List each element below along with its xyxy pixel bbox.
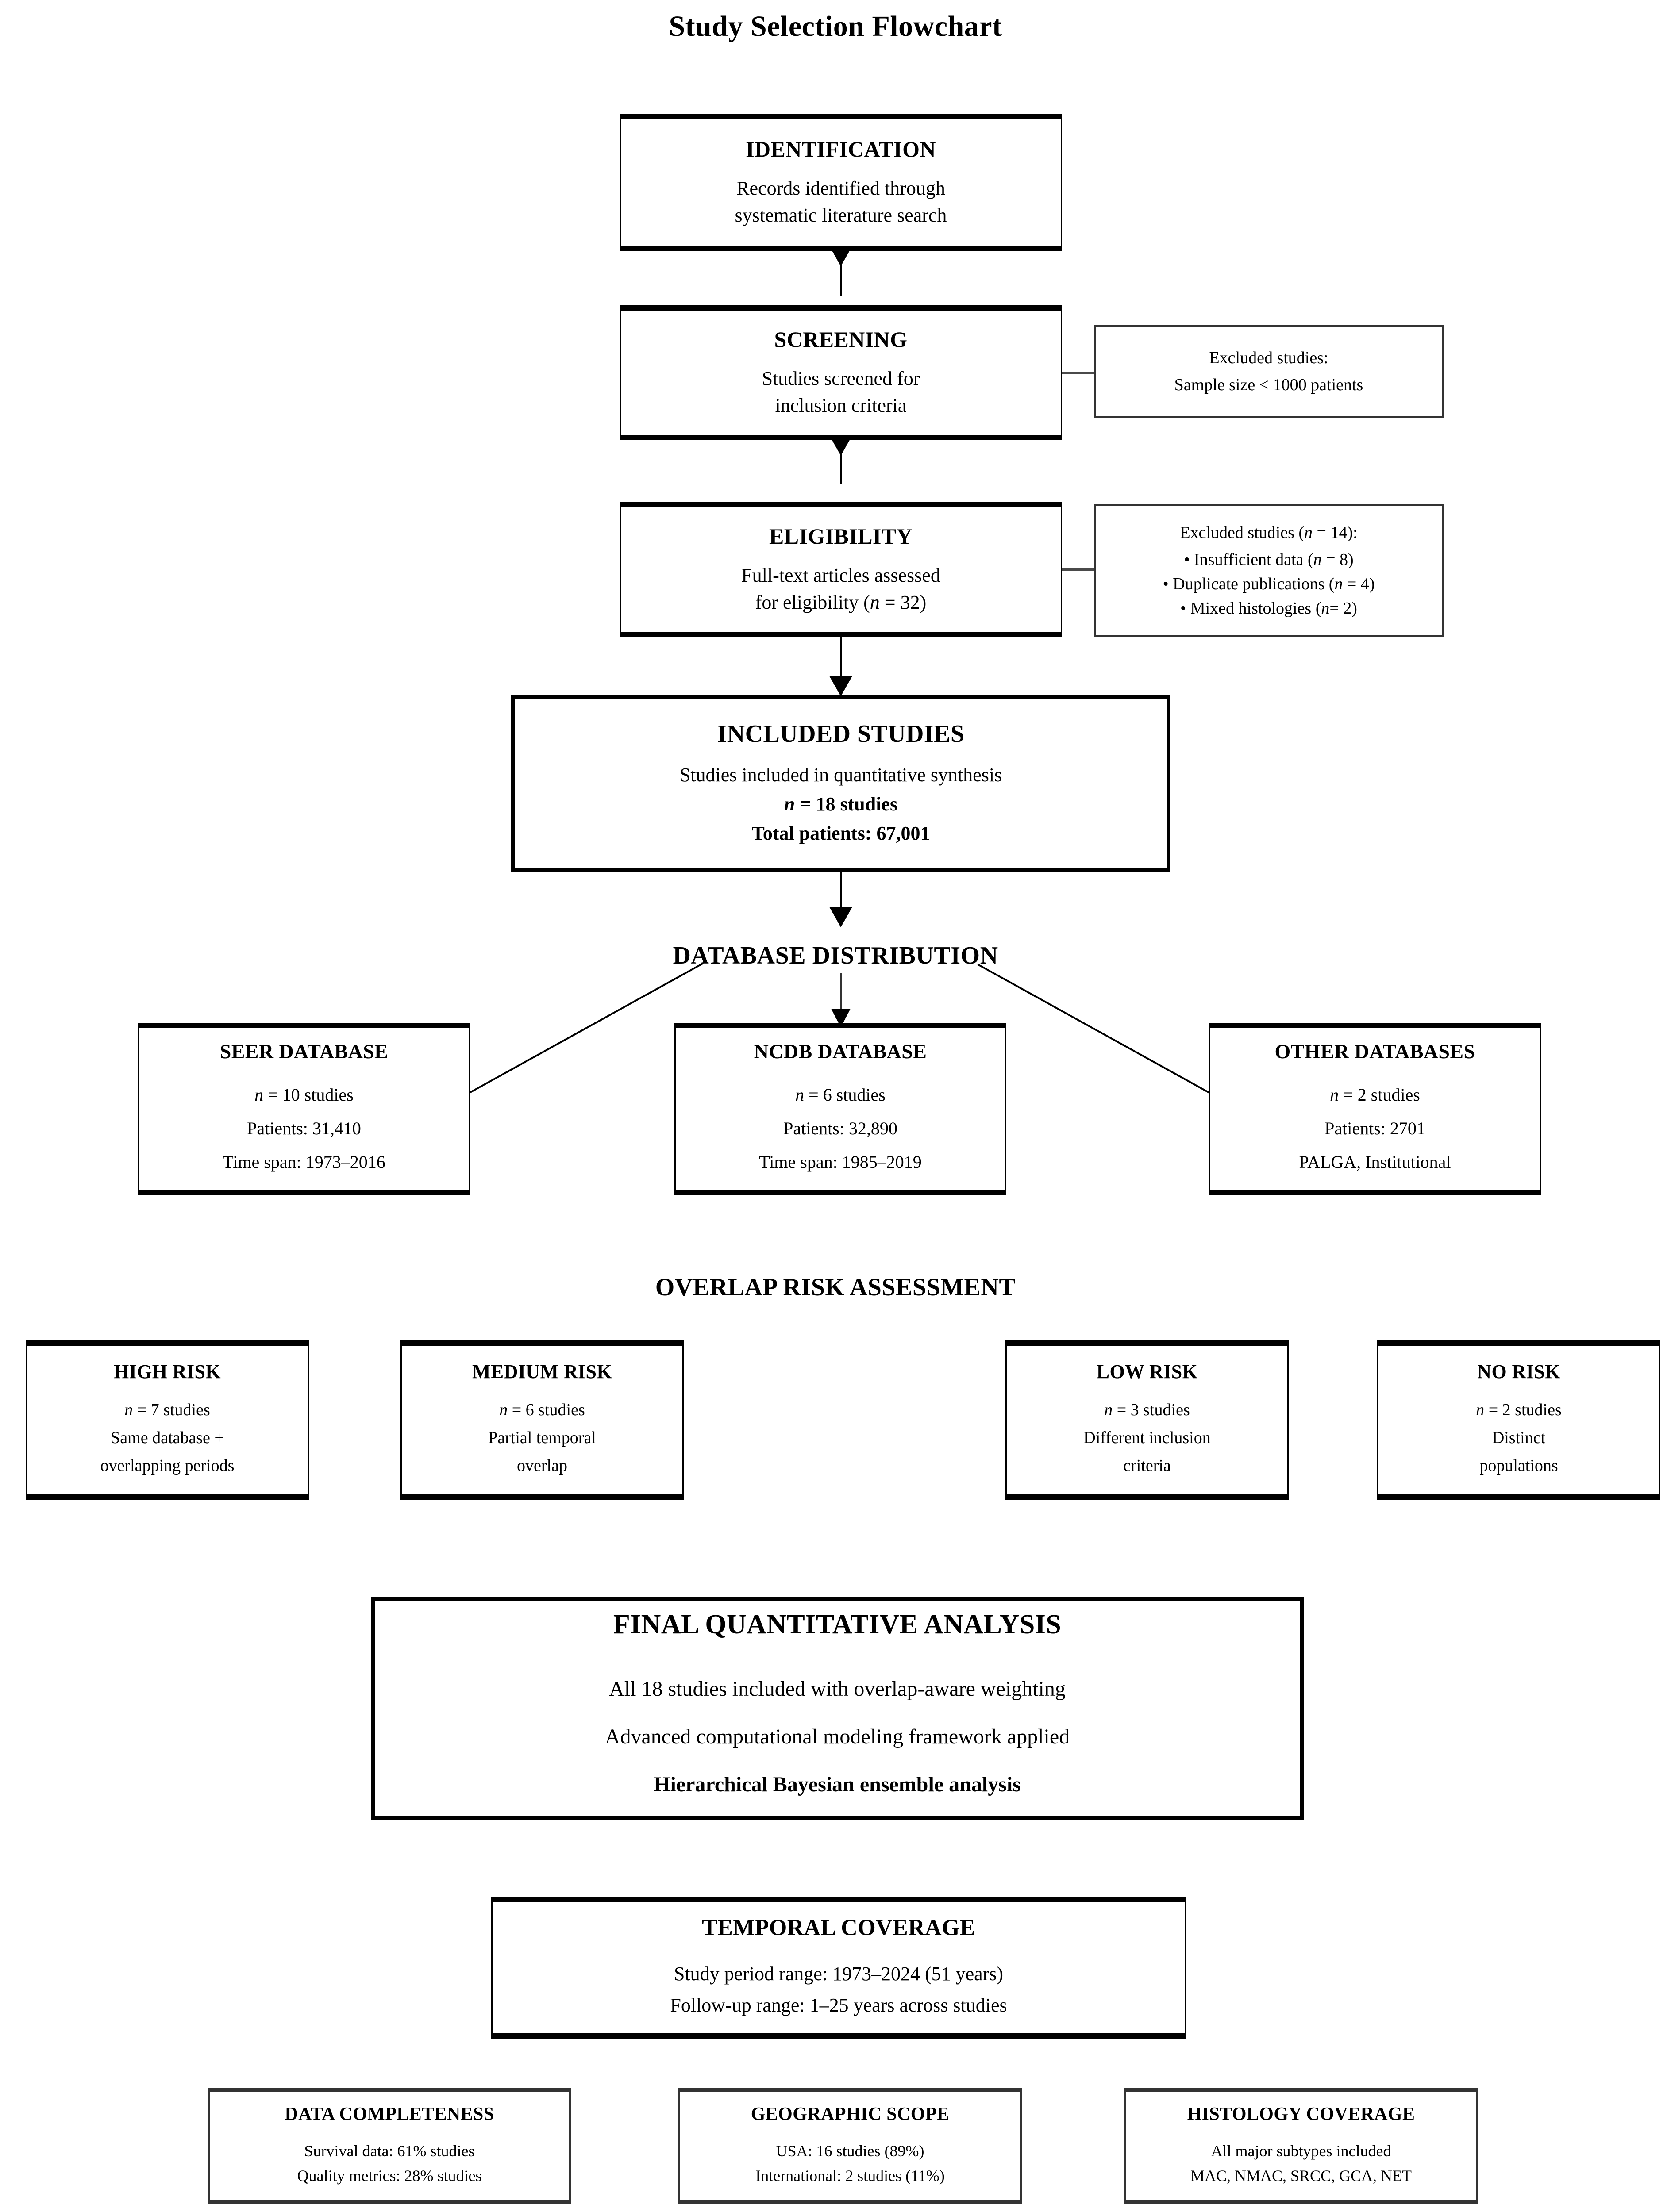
connector-screening-excluded	[1062, 372, 1097, 374]
other-title: OTHER DATABASES	[1274, 1040, 1475, 1063]
no-risk-desc-2: populations	[1479, 1456, 1558, 1475]
geographic-scope-line-1: USA: 16 studies (89%)	[776, 2142, 924, 2160]
data-completeness-line-2: Quality metrics: 28% studies	[297, 2167, 482, 2185]
ncdb-title: NCDB DATABASE	[754, 1040, 927, 1063]
low-risk-desc-2: criteria	[1123, 1456, 1171, 1475]
high-risk-desc-1: Same database +	[111, 1429, 224, 1448]
ncdb-span: Time span: 1985–2019	[759, 1152, 922, 1172]
section-title-overlap-risk: OVERLAP RISK ASSESSMENT	[655, 1274, 1016, 1301]
screening-excluded-line-2: Sample size < 1000 patients	[1174, 376, 1363, 394]
stage-box-screening: SCREENING Studies screened for inclusion…	[620, 305, 1062, 440]
seer-patients: Patients: 31,410	[247, 1118, 361, 1138]
identification-line-2: systematic literature search	[735, 204, 947, 226]
risk-box-low: LOW RISK n = 3 studies Different inclusi…	[1005, 1340, 1289, 1500]
ncdb-patients: Patients: 32,890	[783, 1118, 897, 1138]
arrowhead-screening-eligibility	[829, 435, 852, 456]
included-studies-line-3: Total patients: 67,001	[751, 822, 930, 844]
other-patients: Patients: 2701	[1324, 1118, 1425, 1138]
eligibility-excluded-item-3: • Mixed histologies (n= 2)	[1180, 599, 1357, 618]
included-studies-box: INCLUDED STUDIES Studies included in qua…	[511, 695, 1170, 872]
eligibility-line-1: Full-text articles assessed	[741, 564, 940, 586]
final-analysis-line-3: Hierarchical Bayesian ensemble analysis	[654, 1773, 1021, 1796]
temporal-coverage-line-1: Study period range: 1973–2024 (51 years)	[674, 1963, 1004, 1985]
arrowhead-identification-screening	[829, 246, 852, 266]
low-risk-title: LOW RISK	[1096, 1361, 1198, 1383]
seer-span: Time span: 1973–2016	[223, 1152, 385, 1172]
temporal-coverage-box: TEMPORAL COVERAGE Study period range: 19…	[491, 1897, 1186, 2039]
connector-database-ncdb	[840, 973, 842, 1031]
histology-coverage-line-1: All major subtypes included	[1211, 2142, 1391, 2160]
no-risk-desc-1: Distinct	[1492, 1429, 1546, 1448]
geographic-scope-title: GEOGRAPHIC SCOPE	[751, 2104, 950, 2125]
histology-coverage-line-2: MAC, NMAC, SRCC, GCA, NET	[1190, 2167, 1412, 2185]
medium-risk-title: MEDIUM RISK	[472, 1361, 612, 1383]
seer-n: n = 10 studies	[254, 1084, 354, 1105]
identification-title: IDENTIFICATION	[746, 137, 936, 162]
connector-eligibility-excluded	[1062, 568, 1097, 571]
included-studies-line-2: n = 18 studies	[784, 793, 898, 815]
section-title-database-distribution: DATABASE DISTRIBUTION	[673, 942, 998, 969]
screening-line-2: inclusion criteria	[775, 394, 907, 416]
eligibility-excluded-header: Excluded studies (n = 14):	[1180, 523, 1358, 542]
temporal-coverage-line-2: Follow-up range: 1–25 years across studi…	[670, 1994, 1007, 2016]
no-risk-title: NO RISK	[1477, 1361, 1560, 1383]
low-risk-n: n = 3 studies	[1104, 1401, 1190, 1420]
stage-box-eligibility: ELIGIBILITY Full-text articles assessed …	[620, 502, 1062, 637]
excluded-box-eligibility: Excluded studies (n = 14): • Insufficien…	[1094, 504, 1444, 637]
risk-box-high: HIGH RISK n = 7 studies Same database + …	[26, 1340, 309, 1500]
database-box-other: OTHER DATABASES n = 2 studies Patients: …	[1209, 1023, 1541, 1195]
low-risk-desc-1: Different inclusion	[1083, 1429, 1211, 1448]
included-studies-title: INCLUDED STUDIES	[717, 720, 965, 748]
screening-title: SCREENING	[774, 326, 908, 352]
temporal-coverage-title: TEMPORAL COVERAGE	[702, 1915, 975, 1941]
high-risk-title: HIGH RISK	[114, 1361, 221, 1383]
footer-box-geographic-scope: GEOGRAPHIC SCOPE USA: 16 studies (89%) I…	[678, 2088, 1022, 2204]
data-completeness-title: DATA COMPLETENESS	[285, 2104, 494, 2125]
included-studies-line-1: Studies included in quantitative synthes…	[679, 764, 1002, 786]
page-title: Study Selection Flowchart	[669, 10, 1002, 42]
no-risk-n: n = 2 studies	[1476, 1401, 1562, 1420]
ncdb-n: n = 6 studies	[795, 1084, 886, 1105]
stage-box-identification: IDENTIFICATION Records identified throug…	[620, 114, 1062, 251]
eligibility-line-2: for eligibility (n = 32)	[755, 591, 927, 613]
screening-line-1: Studies screened for	[762, 367, 920, 389]
medium-risk-desc-1: Partial temporal	[488, 1429, 596, 1448]
medium-risk-desc-2: overlap	[517, 1456, 567, 1475]
data-completeness-line-1: Survival data: 61% studies	[304, 2142, 475, 2160]
risk-box-none: NO RISK n = 2 studies Distinct populatio…	[1377, 1340, 1660, 1500]
medium-risk-n: n = 6 studies	[499, 1401, 585, 1420]
footer-box-data-completeness: DATA COMPLETENESS Survival data: 61% stu…	[208, 2088, 571, 2204]
geographic-scope-line-2: International: 2 studies (11%)	[755, 2167, 945, 2185]
arrowhead-eligibility-included	[829, 676, 852, 696]
other-span: PALGA, Institutional	[1299, 1152, 1451, 1172]
risk-box-medium: MEDIUM RISK n = 6 studies Partial tempor…	[400, 1340, 684, 1500]
connector-screening-eligibility	[840, 440, 842, 484]
database-box-seer: SEER DATABASE n = 10 studies Patients: 3…	[138, 1023, 470, 1195]
seer-title: SEER DATABASE	[219, 1040, 389, 1063]
identification-line-1: Records identified through	[736, 177, 945, 200]
connector-included-database	[840, 872, 842, 917]
final-analysis-line-1: All 18 studies included with overlap-awa…	[609, 1677, 1066, 1701]
excluded-box-screening: Excluded studies: Sample size < 1000 pat…	[1094, 325, 1444, 418]
eligibility-excluded-item-2: • Duplicate publications (n = 4)	[1163, 575, 1375, 593]
other-n: n = 2 studies	[1330, 1084, 1420, 1105]
footer-box-histology-coverage: HISTOLOGY COVERAGE All major subtypes in…	[1124, 2088, 1478, 2204]
eligibility-title: ELIGIBILITY	[769, 523, 913, 549]
histology-coverage-title: HISTOLOGY COVERAGE	[1187, 2104, 1415, 2125]
high-risk-n: n = 7 studies	[124, 1401, 210, 1420]
high-risk-desc-2: overlapping periods	[100, 1456, 235, 1475]
arrowhead-included-database	[829, 907, 852, 927]
database-box-ncdb: NCDB DATABASE n = 6 studies Patients: 32…	[674, 1023, 1006, 1195]
connector-identification-screening	[840, 251, 842, 296]
final-analysis-line-2: Advanced computational modeling framewor…	[604, 1725, 1070, 1748]
final-analysis-box: FINAL QUANTITATIVE ANALYSIS All 18 studi…	[371, 1597, 1304, 1820]
screening-excluded-line-1: Excluded studies:	[1209, 348, 1328, 367]
final-analysis-title: FINAL QUANTITATIVE ANALYSIS	[613, 1609, 1062, 1640]
eligibility-excluded-item-1: • Insufficient data (n = 8)	[1184, 550, 1354, 569]
connector-eligibility-included	[840, 637, 842, 686]
